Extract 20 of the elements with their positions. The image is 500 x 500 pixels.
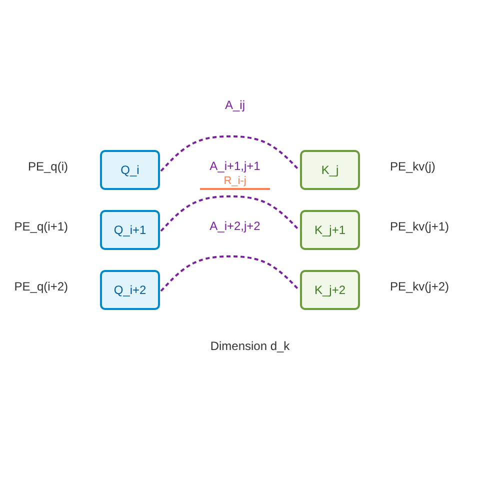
dashed-arc [160, 135, 300, 172]
attention-label: A_i+1,j+1 [210, 159, 260, 173]
encoding-label: PE_kv(j+1) [390, 220, 450, 234]
encoding-label: PE_q(i) [28, 160, 68, 174]
axis-caption: Dimension d_k [210, 339, 290, 353]
encoding-label: PE_q(i+1) [14, 220, 68, 234]
encoding-label: PE_kv(j) [390, 160, 436, 174]
attention-label: A_i+2,j+2 [210, 219, 260, 233]
node-label: Q_i [120, 163, 140, 177]
encoding-label: PE_kv(j+2) [390, 280, 450, 294]
node-label: K_j+1 [314, 223, 346, 237]
encoding-label: PE_q(i+2) [14, 280, 68, 294]
node-label: K_j [321, 163, 339, 177]
node-label: K_j+2 [314, 283, 346, 297]
node-label: Q_i+2 [114, 283, 146, 297]
dashed-arc [160, 195, 300, 232]
dashed-arc [160, 255, 300, 292]
attention-label: A_ij [225, 98, 245, 112]
node-label: Q_i+1 [114, 223, 146, 237]
bias-label: R_i-j [224, 175, 246, 187]
